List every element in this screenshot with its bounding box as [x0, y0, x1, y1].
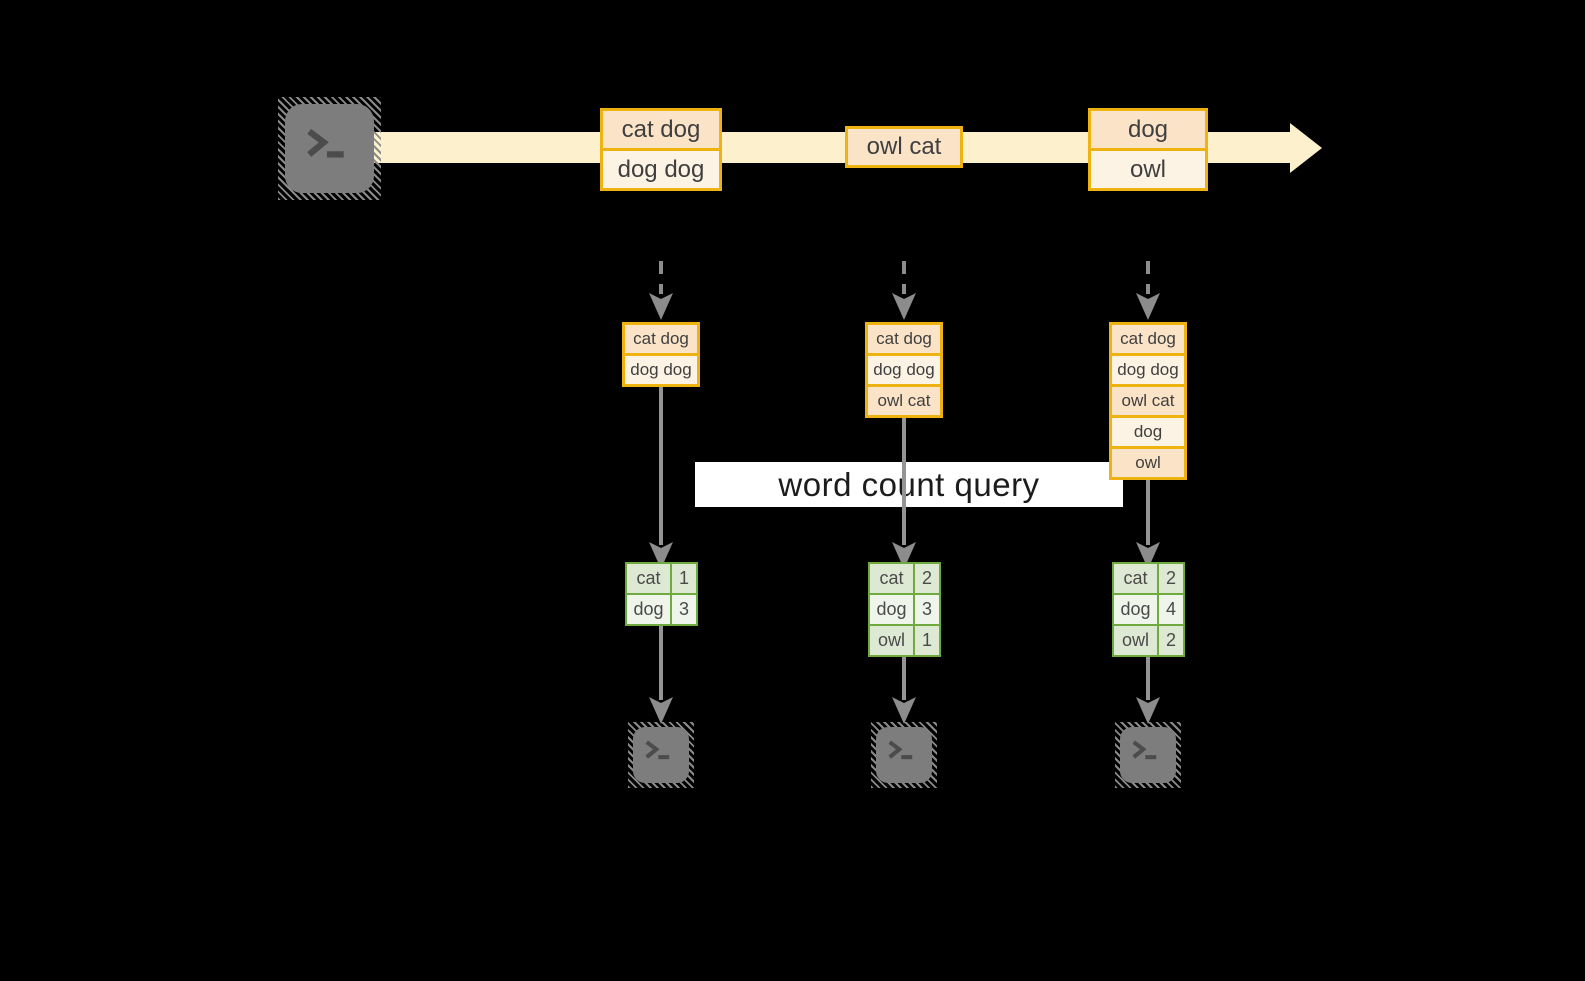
source-terminal-icon	[278, 97, 381, 200]
word-cell: cat	[627, 564, 670, 593]
down-arrow-dashed	[1146, 261, 1150, 294]
count-cell: 1	[672, 564, 696, 593]
event-line: dog	[1091, 111, 1205, 148]
down-arrow-dashed	[659, 261, 663, 294]
down-arrowhead-icon	[649, 697, 673, 724]
count-cell: 2	[915, 564, 939, 593]
connector-line	[902, 416, 906, 545]
event-line: owl	[1091, 151, 1205, 188]
sink-terminal-icon	[628, 722, 694, 788]
word-cell: dog	[1114, 595, 1157, 624]
word-cell: cat	[1114, 564, 1157, 593]
event-line: owl cat	[848, 129, 960, 165]
connector-line	[1146, 478, 1150, 545]
word-cell: dog	[870, 595, 913, 624]
terminal-prompt-icon	[888, 740, 913, 760]
word-count-table: cat 2 dog 3 owl 1	[868, 562, 941, 657]
down-arrowhead-icon	[892, 293, 916, 320]
stream-event-box: cat dog dog dog	[600, 108, 722, 191]
word-cell: owl	[870, 626, 913, 655]
event-line: cat dog	[603, 111, 719, 148]
event-line: dog dog	[603, 151, 719, 188]
terminal-prompt-icon	[306, 128, 344, 158]
buffer-stack: cat dog dog dog owl cat dog owl	[1109, 322, 1187, 480]
word-cell: dog	[627, 595, 670, 624]
sink-terminal-icon	[871, 722, 937, 788]
connector-line	[659, 624, 663, 700]
down-arrow-dashed	[902, 261, 906, 294]
down-arrowhead-icon	[1136, 697, 1160, 724]
count-cell: 2	[1159, 626, 1183, 655]
terminal-body	[1120, 727, 1176, 783]
count-cell: 4	[1159, 595, 1183, 624]
buffer-item: dog dog	[868, 356, 940, 384]
buffer-item: owl cat	[1112, 387, 1184, 415]
count-cell: 2	[1159, 564, 1183, 593]
buffer-item: owl cat	[868, 387, 940, 415]
connector-line	[902, 655, 906, 700]
word-count-table: cat 2 dog 4 owl 2	[1112, 562, 1185, 657]
terminal-body	[633, 727, 689, 783]
terminal-prompt-icon	[645, 740, 670, 760]
count-cell: 3	[915, 595, 939, 624]
buffer-stack: cat dog dog dog owl cat	[865, 322, 943, 418]
word-cell: cat	[870, 564, 913, 593]
count-cell: 1	[915, 626, 939, 655]
word-cell: owl	[1114, 626, 1157, 655]
buffer-item: cat dog	[1112, 325, 1184, 353]
down-arrowhead-icon	[892, 697, 916, 724]
terminal-body	[876, 727, 932, 783]
terminal-body	[285, 104, 374, 193]
query-label: word count query	[695, 462, 1123, 507]
down-arrowhead-icon	[649, 293, 673, 320]
stream-event-box: owl cat	[845, 126, 963, 168]
buffer-item: dog dog	[625, 356, 697, 384]
stream-event-box: dog owl	[1088, 108, 1208, 191]
sink-terminal-icon	[1115, 722, 1181, 788]
count-cell: 3	[672, 595, 696, 624]
buffer-item: owl	[1112, 449, 1184, 477]
connector-line	[659, 385, 663, 545]
connector-line	[1146, 655, 1150, 700]
buffer-item: dog dog	[1112, 356, 1184, 384]
terminal-prompt-icon	[1132, 740, 1157, 760]
buffer-item: dog	[1112, 418, 1184, 446]
stream-arrowhead-icon	[1290, 123, 1322, 173]
buffer-item: cat dog	[868, 325, 940, 353]
buffer-stack: cat dog dog dog	[622, 322, 700, 387]
word-count-table: cat 1 dog 3	[625, 562, 698, 626]
down-arrowhead-icon	[1136, 293, 1160, 320]
buffer-item: cat dog	[625, 325, 697, 353]
